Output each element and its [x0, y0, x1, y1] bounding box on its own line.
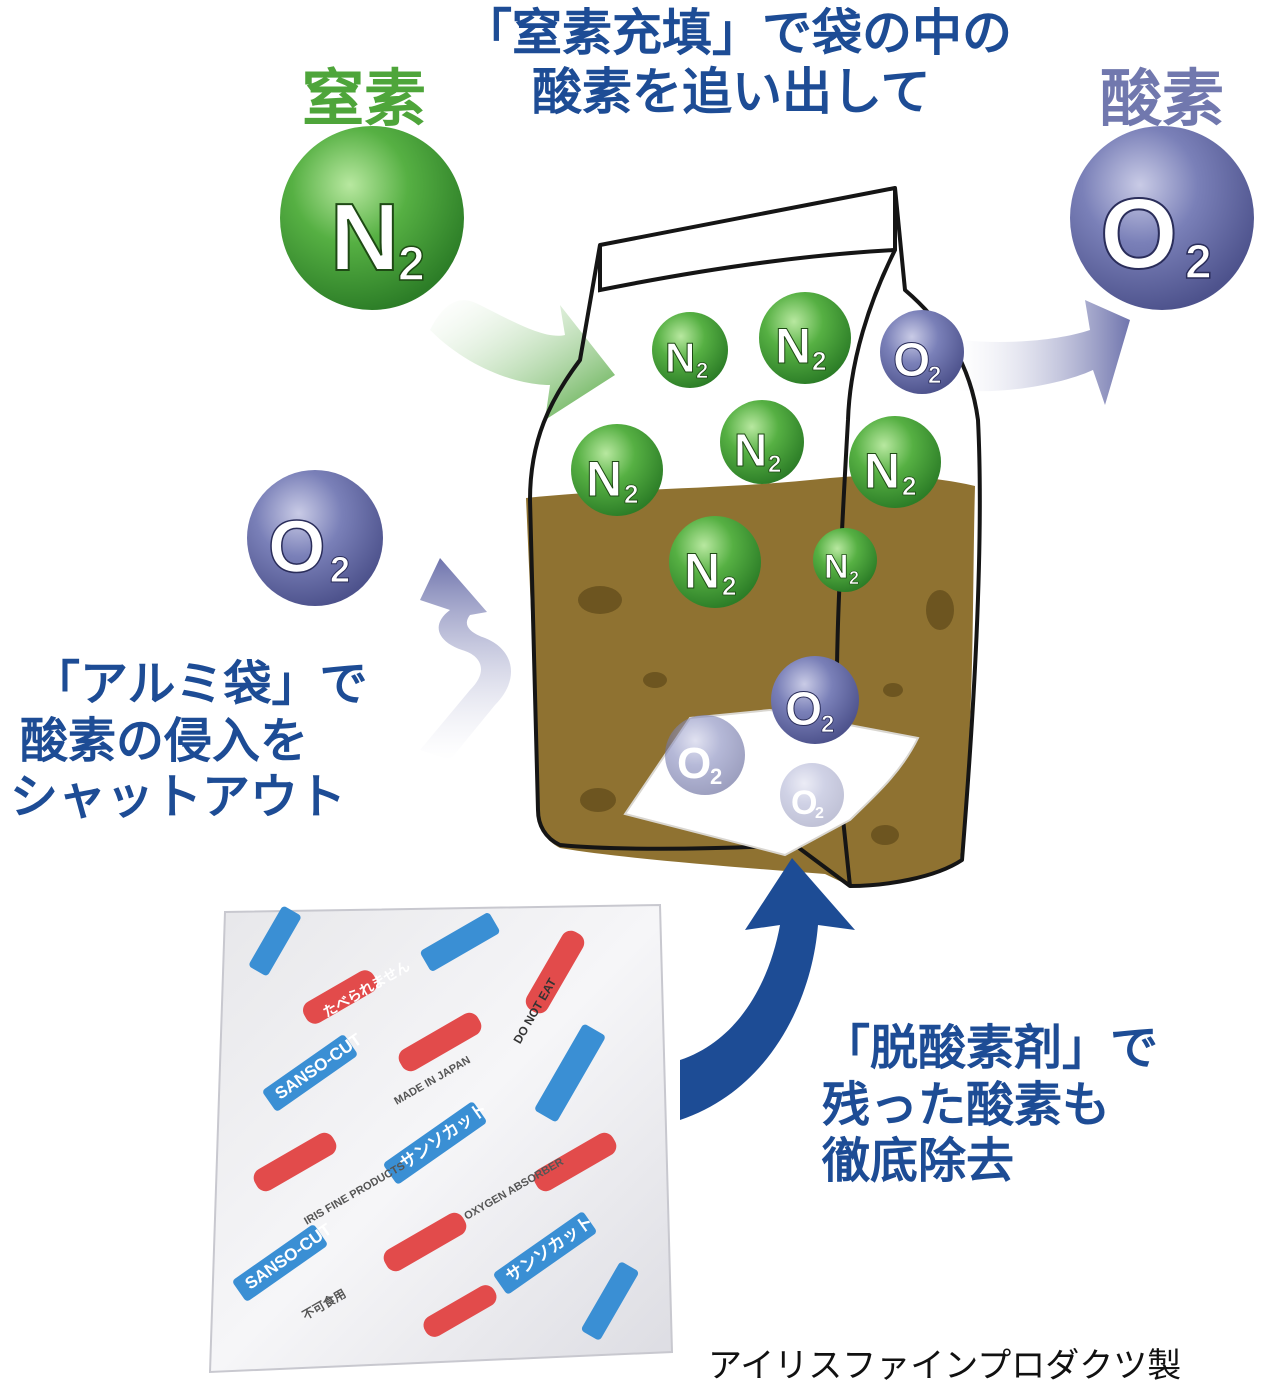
nitrogen-label: 窒素: [302, 62, 427, 135]
svg-text:2: 2: [815, 805, 824, 822]
svg-text:2: 2: [902, 471, 916, 501]
svg-text:2: 2: [768, 451, 781, 478]
svg-text:N: N: [775, 318, 811, 374]
svg-text:2: 2: [821, 711, 834, 738]
absorber-arrow: [680, 858, 855, 1120]
n2-symbol: N: [330, 184, 399, 291]
svg-text:2: 2: [330, 549, 350, 590]
svg-text:N: N: [734, 424, 767, 476]
svg-text:2: 2: [849, 568, 859, 588]
caption-aluminum-bag: 「アルミ袋」で 酸素の侵入を シャットアウト: [10, 656, 368, 826]
nitrogen-molecule: N 2: [849, 416, 941, 508]
caption-oxygen-absorber: 「脱酸素剤」で 残った酸素も 徹底除去: [822, 1020, 1159, 1190]
nitrogen-molecule: N 2: [571, 424, 663, 516]
svg-text:O: O: [785, 683, 822, 736]
nitrogen-molecule: N 2: [669, 516, 761, 608]
oxygen-molecule-outside: O 2: [247, 470, 383, 606]
svg-text:2: 2: [928, 362, 941, 389]
svg-text:N: N: [684, 543, 720, 599]
oxygen-molecule-large: O 2: [1070, 126, 1254, 310]
oxygen-label: 酸素: [1100, 62, 1225, 135]
o2-symbol: O: [1100, 178, 1178, 290]
svg-text:2: 2: [812, 346, 826, 376]
svg-text:N: N: [665, 334, 695, 381]
nitrogen-inflow-arrow: [430, 300, 615, 420]
nitrogen-molecule: N 2: [720, 400, 804, 484]
svg-text:N: N: [864, 443, 900, 499]
oxygen-absorber-packet-photo: たべられません SANSO-CUT サンソカット SANSO-CUT サンソカッ…: [208, 903, 674, 1374]
oxygen-molecule-faded: O 2: [780, 763, 844, 827]
oxygen-molecule: O 2: [771, 656, 859, 744]
n2-subscript: 2: [398, 238, 425, 291]
o2-subscript: 2: [1185, 236, 1212, 289]
manufacturer-credit: アイリスファインプロダクツ製: [708, 1346, 1182, 1386]
nitrogen-molecule: N 2: [759, 292, 851, 384]
svg-text:2: 2: [696, 358, 708, 383]
oxygen-outflow-arrow: [955, 300, 1130, 405]
svg-text:2: 2: [624, 479, 638, 509]
svg-text:O: O: [677, 739, 711, 788]
svg-text:N: N: [824, 548, 849, 586]
nitrogen-molecule-large: N 2: [280, 126, 464, 310]
svg-text:2: 2: [710, 764, 722, 789]
oxygen-blocked-arrow: [420, 558, 512, 760]
oxygen-molecule-faded: O 2: [665, 715, 745, 795]
caption-nitrogen-fill: 「窒素充填」で袋の中の 酸素を追い出して: [462, 4, 1012, 121]
nitrogen-molecule: N 2: [652, 312, 728, 388]
svg-text:2: 2: [722, 571, 736, 601]
oxygen-molecule: O 2: [880, 310, 964, 394]
svg-text:N: N: [586, 451, 622, 507]
svg-text:O: O: [791, 784, 817, 822]
svg-text:O: O: [268, 505, 326, 588]
nitrogen-molecule: N 2: [813, 528, 877, 592]
svg-text:O: O: [893, 334, 930, 387]
